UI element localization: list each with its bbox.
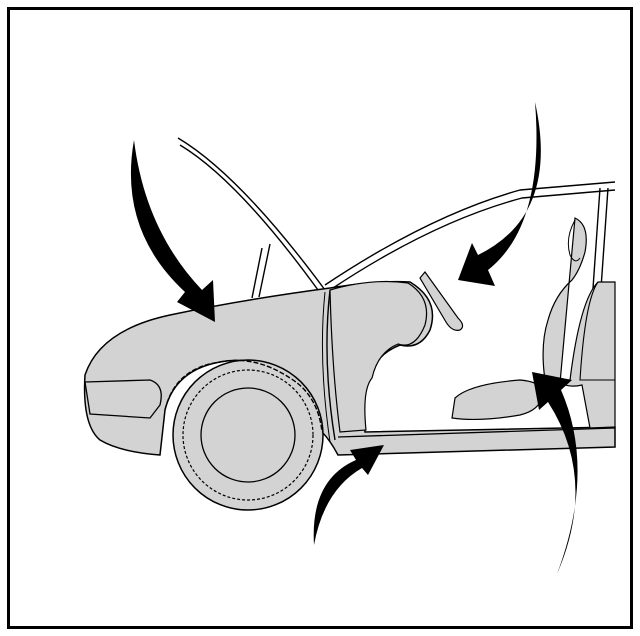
open-hood (178, 138, 325, 298)
arrow-dashboard (458, 102, 541, 286)
arrow-front-fender (131, 140, 215, 322)
arrow-b-pillar (532, 372, 578, 574)
frame-right-edge (630, 7, 633, 629)
arrow-rocker-front (314, 445, 384, 545)
